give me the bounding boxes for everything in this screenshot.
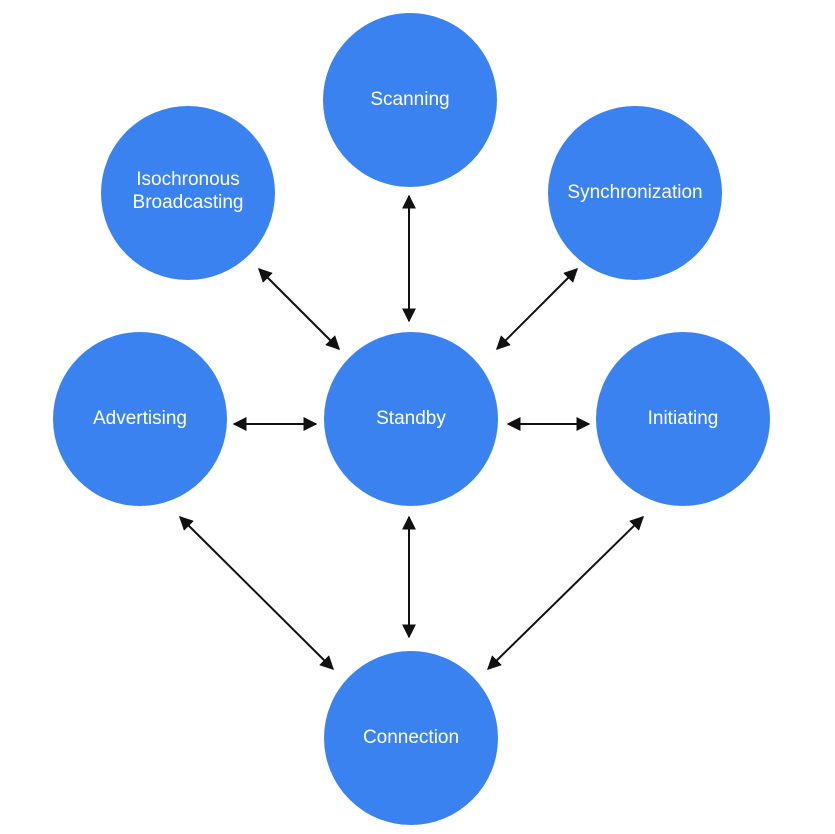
- node-standby-label: Standby: [376, 408, 446, 429]
- arrow-isochronous-standby: [258, 268, 340, 350]
- arrows: [179, 194, 644, 670]
- arrow-advertising-connection: [179, 516, 334, 670]
- node-scanning-label: Scanning: [370, 89, 449, 110]
- node-initiating-circle: [596, 332, 770, 506]
- node-isochronous-circle: [101, 106, 275, 280]
- node-connection-circle: [324, 651, 498, 825]
- arrow-synchronization-standby: [496, 268, 578, 350]
- node-connection-label: Connection: [363, 727, 459, 748]
- node-initiating-label: Initiating: [648, 408, 719, 429]
- node-scanning-circle: [323, 13, 497, 187]
- node-synchronization-circle: [548, 106, 722, 280]
- node-synchronization-label: Synchronization: [567, 182, 702, 203]
- node-advertising-circle: [53, 332, 227, 506]
- arrow-initiating-connection: [487, 516, 644, 670]
- node-connection: Connection: [324, 651, 498, 825]
- node-standby-circle: [324, 332, 498, 506]
- node-isochronous-label-line-1: Isochronous: [136, 169, 240, 190]
- node-scanning: Scanning: [323, 13, 497, 187]
- node-isochronous-label-line-2: Broadcasting: [133, 192, 244, 213]
- node-advertising: Advertising: [53, 332, 227, 506]
- node-advertising-label: Advertising: [93, 408, 187, 429]
- node-isochronous-broadcasting: Isochronous Broadcasting: [101, 106, 275, 280]
- node-standby: Standby: [324, 332, 498, 506]
- node-synchronization: Synchronization: [548, 106, 722, 280]
- node-initiating: Initiating: [596, 332, 770, 506]
